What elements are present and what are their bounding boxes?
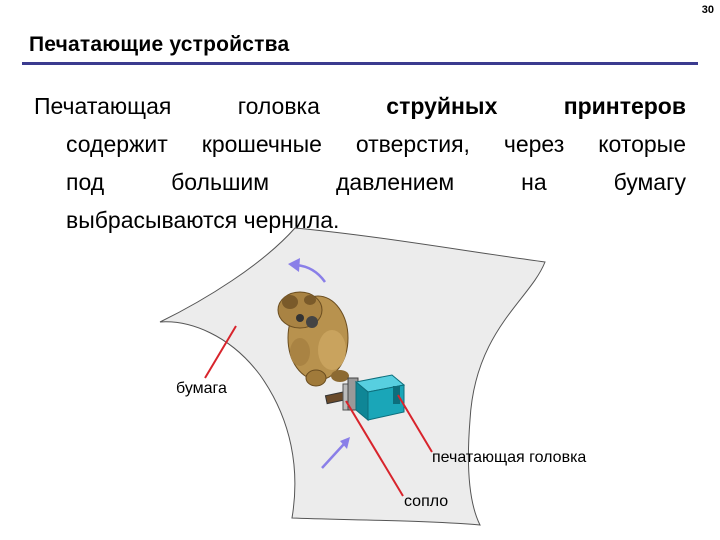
head-pointer-line — [397, 394, 433, 453]
printed-ink-image — [277, 291, 349, 387]
print-head — [324, 374, 406, 422]
paper-pointer-line — [204, 325, 237, 379]
paragraph-bold-term: струйных принтеров — [386, 93, 686, 119]
motion-arrow-top — [288, 258, 327, 283]
slide-title: Печатающие устройства — [29, 33, 290, 56]
print-head-label: печатающая головка — [432, 449, 586, 466]
paragraph-text: Печатающая головка — [34, 93, 387, 119]
page-number: 30 — [701, 4, 714, 16]
paragraph-line-3: под большим давлением на бумагу — [66, 169, 686, 195]
title-divider — [22, 62, 698, 65]
nozzle-pointer-line — [345, 400, 404, 497]
paragraph-line-1: Печатающая головка струйных принтеров — [34, 87, 686, 125]
paragraph-line-2: содержит крошечные отверстия, через кото… — [66, 131, 686, 157]
body-paragraph: Печатающая головка струйных принтеров со… — [34, 87, 686, 239]
paper-sheet — [159, 227, 546, 526]
paper-label: бумага — [176, 380, 227, 397]
motion-arrow-bottom — [321, 437, 350, 469]
nozzle-label: сопло — [404, 493, 448, 510]
